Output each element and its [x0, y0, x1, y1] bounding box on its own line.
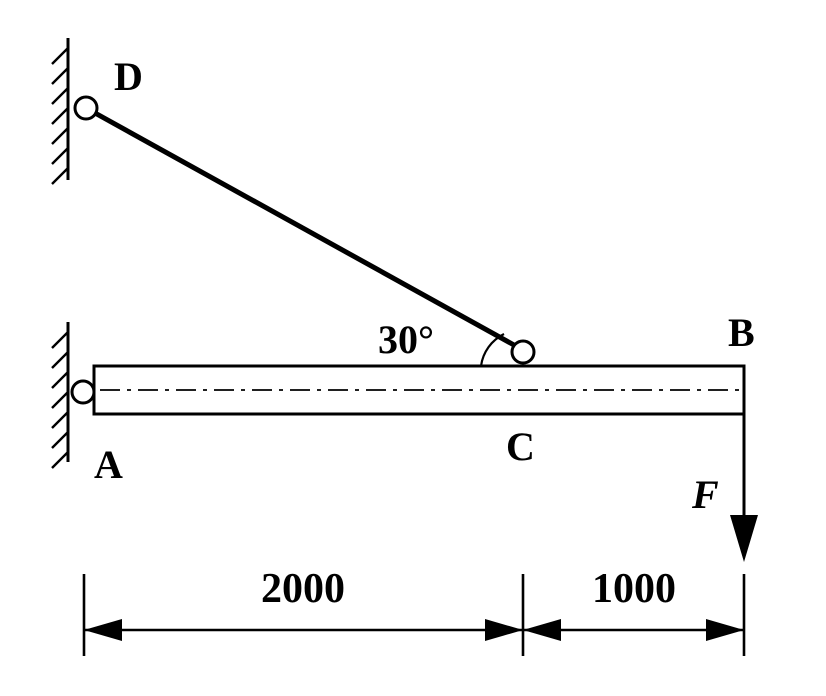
- beam-ab: [92, 364, 746, 416]
- pin-d: [73, 95, 99, 121]
- label-force: F: [691, 472, 719, 517]
- dimension-cb: 1000: [592, 566, 676, 612]
- label-d: D: [114, 54, 143, 99]
- angle-arc: [479, 333, 505, 367]
- pin-c: [510, 339, 536, 365]
- rod-dc: [84, 105, 525, 353]
- force-arrow: [730, 410, 758, 562]
- dimension-arrowheads: [84, 619, 744, 641]
- wall-a: [51, 322, 70, 469]
- label-b: B: [728, 310, 755, 355]
- pin-a: [70, 379, 96, 405]
- label-a: A: [94, 442, 123, 487]
- label-c: C: [506, 424, 535, 469]
- wall-d: [51, 38, 70, 185]
- dimension-ac: 2000: [261, 566, 345, 612]
- dimension-lines: [82, 574, 746, 656]
- label-angle: 30°: [378, 317, 434, 362]
